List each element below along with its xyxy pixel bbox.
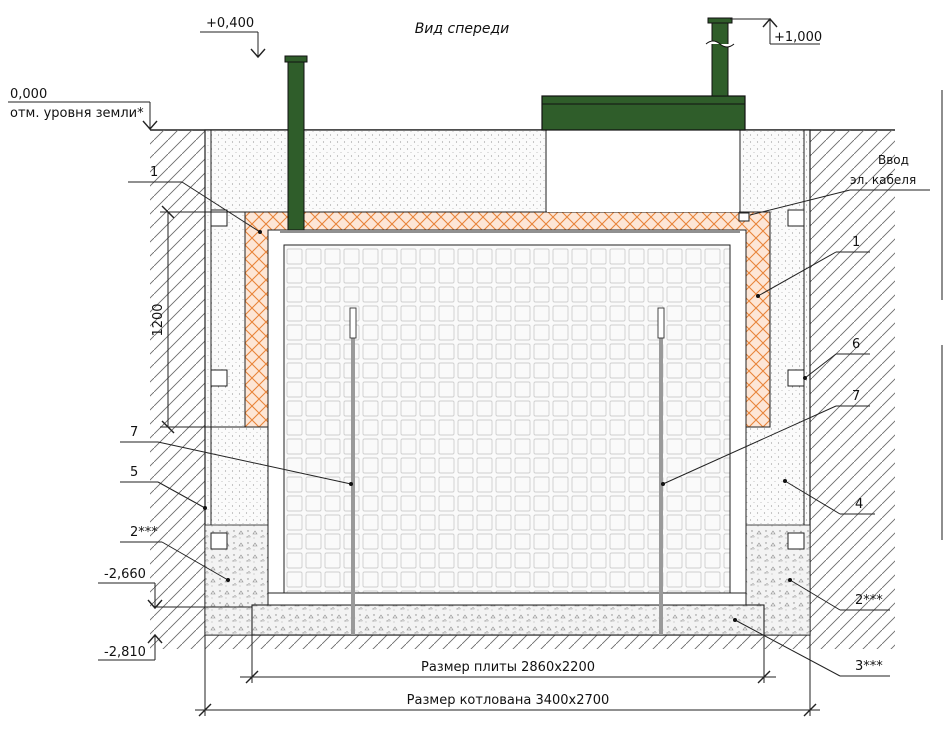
neck-interior [547,130,739,212]
base-slab [251,604,765,636]
spacer-blocks [210,209,805,550]
callout-6-dot [803,376,807,380]
vent-elev-value: +1,000 [774,30,822,45]
pit-dim-value: Размер котлована 3400x2700 [407,693,610,708]
rod-left [349,307,357,635]
bottom-elev-value: -2,810 [104,645,146,660]
vent-pipe-cap [707,17,733,24]
pipe-elev-arrow [250,48,266,59]
callout-4-leader [784,480,841,515]
callout-6: 6 [852,337,860,352]
cable-entry-port [738,212,750,222]
rod-right [657,307,665,635]
vent-break-mark [705,40,735,48]
mid-elev-value: -2,660 [104,567,146,582]
view-title: Вид спереди [415,21,510,37]
cable-entry-line2: эл. кабеля [850,173,916,187]
height-dim-tick-bottom [161,420,175,434]
vent-pipe [711,21,729,97]
soil-left [150,130,205,635]
ground-elev-value: 0,000 [10,87,47,102]
cable-entry-line1: Ввод [878,153,909,167]
callout-3: 3*** [855,659,883,674]
inlet-pipe-cap [284,55,308,63]
pit-dim-tick-left [198,703,212,717]
callout-5: 5 [130,465,138,480]
callout-6-leader [804,353,837,379]
mid-elev-arrow [147,599,163,610]
ground-elev-arrow [142,120,158,131]
height-dim-value: 1200 [151,303,166,336]
callout-3-dot [733,618,737,622]
callout-7-left-leader [157,441,352,485]
callout-1-right-leader [757,251,837,297]
bottom-elev-arrow [147,633,163,644]
callout-2-left-dot [226,578,230,582]
callout-5-leader [157,481,206,509]
callout-7-left: 7 [130,425,138,440]
callout-2-left-leader [161,541,229,581]
callout-7-right-leader [662,405,837,485]
callout-3-leader [734,619,841,677]
cable-entry-leader [749,189,851,216]
callout-7-left-dot [349,482,353,486]
height-dim-tick-top [161,205,175,219]
soil-bottom [150,635,895,649]
slab-dim-tick-right [757,670,771,684]
soil-right [810,130,895,635]
inlet-pipe [287,59,305,231]
callout-2-right: 2*** [855,593,883,608]
callout-1-left: 1 [150,165,158,180]
ground-elev-note: отм. уровня земли* [10,106,144,121]
callout-5-dot [203,506,207,510]
hatch-lid [541,95,746,131]
pipe-elev-value: +0,400 [206,16,254,31]
pit-dim-tick-right [803,703,817,717]
slab-dim-tick-left [245,670,259,684]
callout-1-left-leader [181,181,261,233]
callout-7-right: 7 [852,389,860,404]
callout-7-right-dot [661,482,665,486]
callout-2-left: 2*** [130,525,158,540]
callout-1-right-dot [756,294,760,298]
callout-2-right-dot [788,578,792,582]
slab-dim-value: Размер плиты 2860x2200 [421,660,595,675]
callout-4: 4 [855,497,863,512]
callout-2-right-leader [789,579,841,611]
callout-4-dot [783,479,787,483]
tank-body [283,244,731,594]
callout-1-left-dot [258,230,262,234]
callout-1-right: 1 [852,235,860,250]
